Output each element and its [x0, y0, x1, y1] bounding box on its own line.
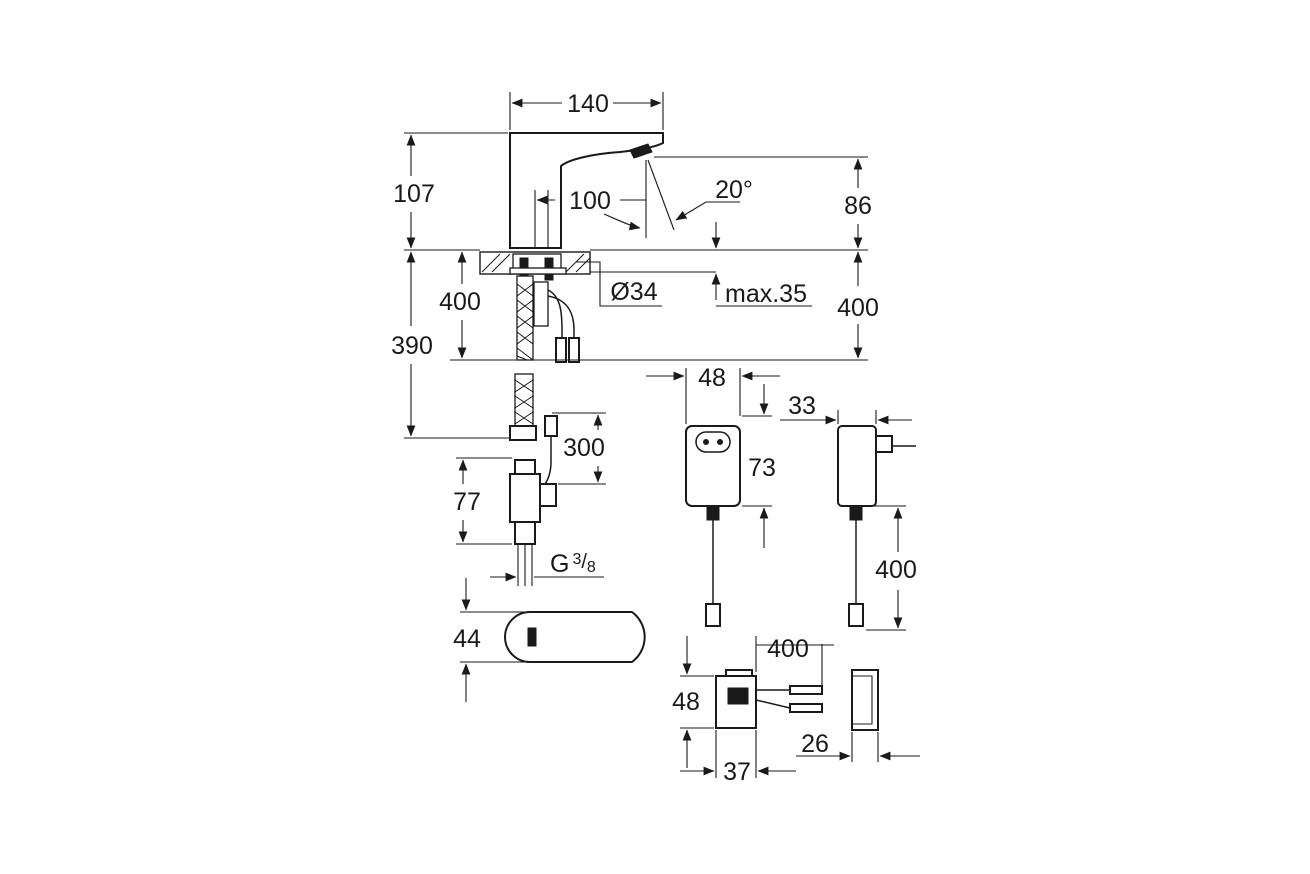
- dim-thread-den: 8: [587, 559, 596, 576]
- dim-hole-diameter: Ø34: [610, 278, 657, 306]
- faucet-top-view: [504, 611, 646, 663]
- dim-adapter-cable: 400: [875, 556, 917, 584]
- electronic-box-side: [851, 669, 879, 731]
- dim-hose-length-left: 400: [439, 288, 481, 316]
- dim-box-depth: 26: [801, 730, 829, 758]
- dim-max-counter-thickness: max.35: [725, 280, 807, 308]
- dim-valve-height: 77: [453, 488, 481, 516]
- dim-box-width: 37: [723, 758, 751, 786]
- dim-spray-angle: 20°: [715, 176, 753, 204]
- dim-spout-height: 107: [393, 180, 435, 208]
- countertop-section: [479, 251, 591, 281]
- electronic-box-front: [715, 669, 823, 729]
- dim-box-cable: 400: [767, 635, 809, 663]
- dim-outlet-height: 86: [844, 192, 872, 220]
- power-adapter-front: [685, 425, 741, 627]
- dim-adapter-width: 48: [698, 364, 726, 392]
- dim-thread-num: 3: [572, 551, 581, 568]
- dim-hose-length-right: 400: [837, 294, 879, 322]
- power-adapter-side: [837, 425, 916, 627]
- dim-adapter-depth: 33: [788, 392, 816, 420]
- dim-spout-width: 140: [567, 90, 609, 118]
- supply-hose-upper: [516, 275, 580, 363]
- dim-cable-length: 300: [563, 434, 605, 462]
- faucet-side-view: [509, 132, 664, 249]
- solenoid-valve: [509, 436, 557, 586]
- dimension-labels: 140 107 100 20° 86 400 400 390 Ø34 max.3…: [391, 90, 917, 786]
- dim-adapter-height: 73: [748, 454, 776, 482]
- dim-box-height: 48: [672, 688, 700, 716]
- dim-spout-reach: 100: [569, 187, 611, 215]
- dim-total-depth: 390: [391, 332, 433, 360]
- dim-spout-depth: 44: [453, 625, 481, 653]
- supply-hose-lower: [509, 373, 558, 441]
- dimension-lines: [404, 92, 920, 778]
- dim-thread-main: G: [550, 550, 569, 578]
